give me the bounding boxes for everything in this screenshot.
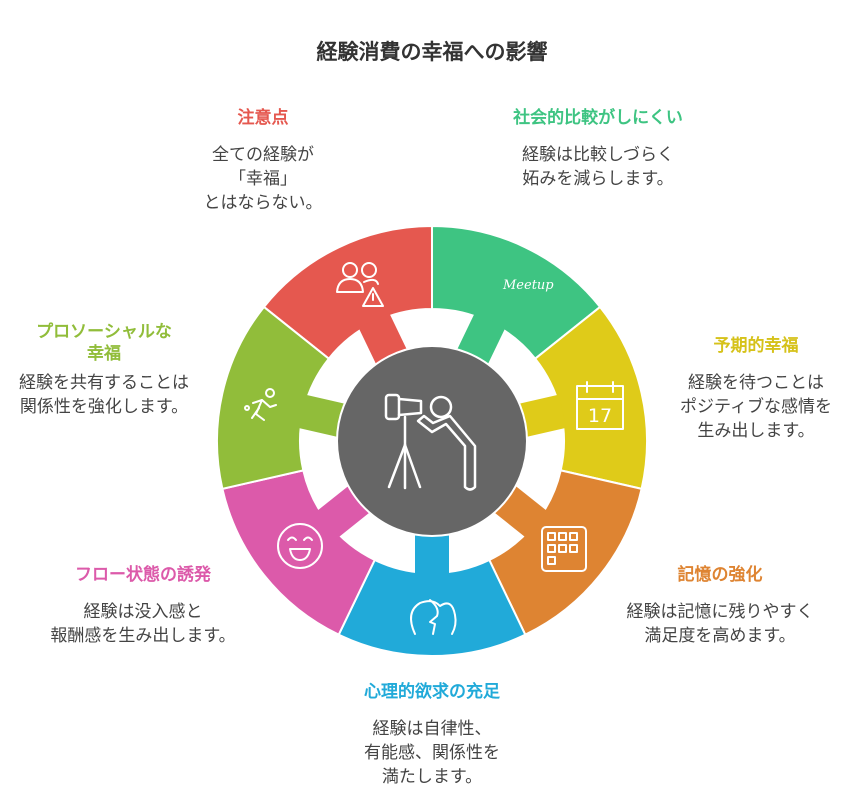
flow-text-line: 経験は没入感と	[83, 602, 203, 622]
segment-tab-social	[456, 312, 506, 366]
anticipation-text-line: 経験を待つことは	[687, 373, 824, 393]
memory-text-line: 満足度を高めます。	[644, 626, 796, 646]
social-block: 社会的比較がしにくい 経験は比較しづらく 妬みを減らします。	[513, 107, 683, 191]
psych-title: 心理的欲求の充足	[364, 682, 500, 702]
anticipation-block: 予期的幸福 経験を待つことは ポジティブな感情を 生み出します。	[680, 335, 832, 443]
anticipation-text-line: ポジティブな感情を	[680, 397, 832, 417]
svg-text:17: 17	[588, 405, 612, 427]
running-person-icon	[244, 388, 277, 421]
meetup-icon: Meetup	[502, 278, 554, 293]
social-text-line: 妬みを減らします。	[522, 169, 674, 189]
caution-text-line: 「幸福」	[229, 169, 297, 189]
prosocial-text-line: 関係性を強化します。	[19, 397, 189, 417]
svg-text:Meetup: Meetup	[502, 278, 554, 293]
memory-block: 記憶の強化 経験は記憶に残りやすく 満足度を高めます。	[627, 564, 814, 648]
flow-block: フロー状態の誘発 経験は没入感と 報酬感を生み出します。	[50, 564, 235, 648]
caution-block: 注意点 全ての経験が 「幸福」 とはならない。	[204, 107, 323, 215]
laughing-face-icon	[277, 523, 323, 569]
caution-text-line: 全ての経験が	[212, 145, 314, 165]
psych-text-line: 有能感、関係性を	[364, 743, 500, 763]
photographer-telescope-icon	[384, 393, 477, 491]
psych-text-line: 満たします。	[381, 767, 483, 787]
social-text-line: 経験は比較しづらく	[522, 145, 674, 165]
calendar-icon: 17	[576, 381, 624, 430]
memory-text-line: 経験は記憶に残りやすく	[626, 602, 814, 622]
grid-calendar-icon	[541, 526, 587, 572]
social-title: 社会的比較がしにくい	[513, 108, 683, 128]
anticipation-text-line: 生み出します。	[697, 421, 815, 441]
prosocial-title: プロソーシャルな幸福	[19, 321, 189, 365]
center-circle	[336, 345, 528, 537]
caution-text-line: とはならない。	[203, 193, 323, 213]
prosocial-title-line2: 幸福	[87, 344, 121, 364]
memory-title: 記憶の強化	[677, 565, 763, 585]
segment-tab-prosocial	[297, 394, 347, 438]
psych-block: 心理的欲求の充足 経験は自律性、 有能感、関係性を 満たします。	[364, 681, 500, 789]
segment-tab-caution	[358, 312, 408, 366]
page-title: 経験消費の幸福への影響	[316, 40, 548, 64]
prosocial-text-line: 経験を共有することは	[19, 373, 189, 393]
flow-title: フロー状態の誘発	[75, 565, 211, 585]
heads-icon	[410, 599, 457, 635]
psych-text-line: 経験は自律性、	[372, 719, 492, 739]
prosocial-block: プロソーシャルな幸福 経験を共有することは 関係性を強化します。	[19, 321, 189, 419]
flow-text-line: 報酬感を生み出します。	[50, 626, 236, 646]
users-warning-icon	[336, 262, 384, 307]
segment-tab-anticipation	[517, 394, 567, 438]
caution-title: 注意点	[237, 108, 289, 128]
segment-prosocial	[216, 305, 331, 491]
anticipation-title: 予期的幸福	[713, 336, 799, 356]
prosocial-title-line1: プロソーシャルな	[36, 322, 172, 342]
segment-tab-psych	[415, 533, 449, 575]
